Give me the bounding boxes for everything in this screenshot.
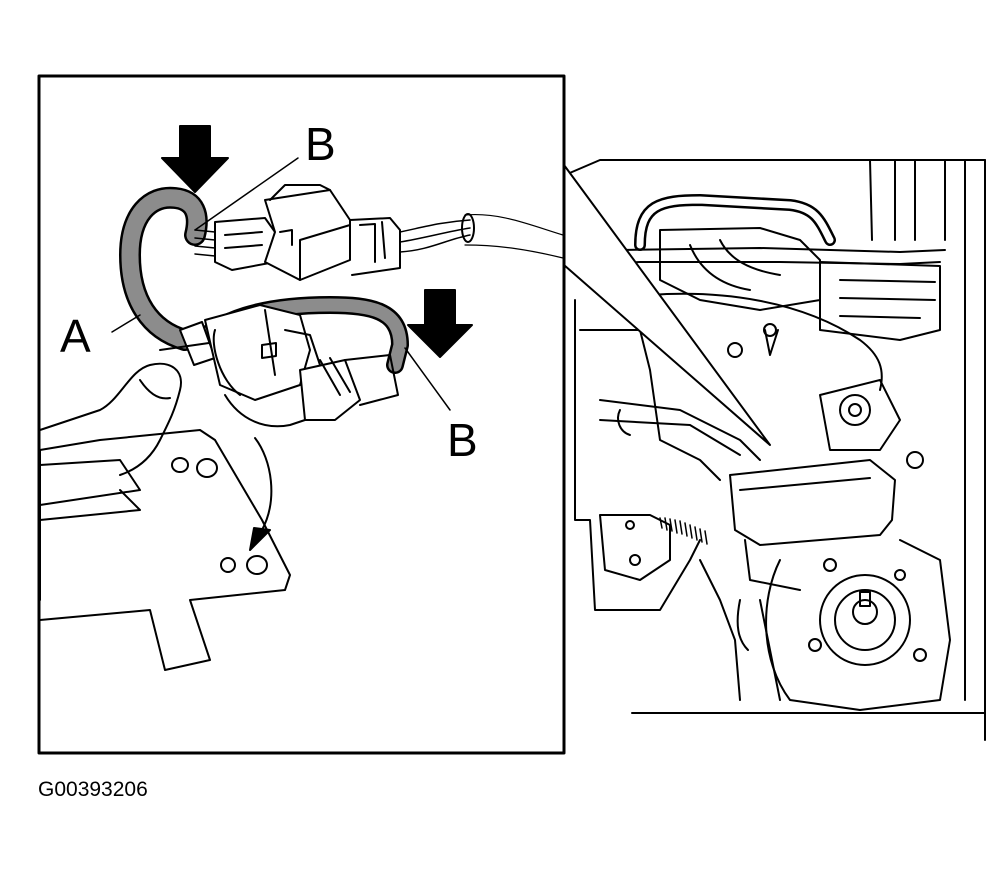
- arrow-down-lower: [407, 289, 473, 358]
- strut-mount: [808, 558, 927, 666]
- detail-view: [39, 125, 564, 671]
- engine-bay-view: [564, 159, 986, 741]
- callout-a: A: [60, 310, 91, 362]
- cable: [649, 292, 883, 391]
- leader-b-bottom: [404, 347, 451, 411]
- connector-lower: [204, 304, 399, 428]
- module-box: [729, 459, 896, 546]
- callout-b-upper: B: [305, 118, 336, 170]
- bay-outline-top: [564, 159, 986, 176]
- leader-a: [111, 314, 141, 333]
- arrow-down-upper: [161, 125, 229, 193]
- curved-arrow: [254, 437, 273, 531]
- detail-frame: [37, 74, 566, 755]
- figure-id: G00393206: [38, 778, 148, 801]
- spring: [659, 517, 708, 545]
- mounting-plate: [39, 429, 291, 671]
- hand: [39, 362, 182, 476]
- callout-b-lower: B: [447, 414, 478, 466]
- connector-upper: [214, 184, 401, 281]
- leader-b-top: [194, 157, 299, 231]
